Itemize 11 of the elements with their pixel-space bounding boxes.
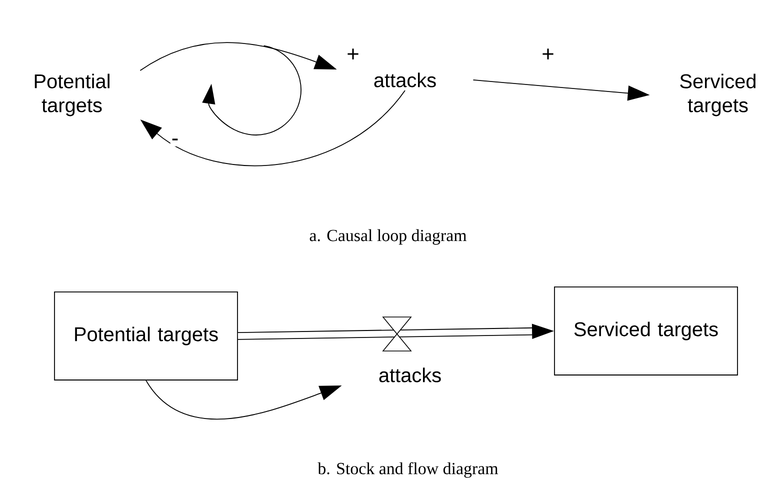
edge-label: +: [348, 48, 358, 60]
variable-label: attacks: [374, 72, 436, 88]
caption: a. Causal loop diagram: [310, 229, 467, 245]
variable-label: Serviced targets: [680, 74, 756, 116]
edge-label: +: [542, 48, 554, 60]
variable-label: Potential targets: [34, 74, 110, 116]
variable-label: attacks: [379, 368, 441, 382]
caption: b. Stock and flow diagram: [318, 462, 498, 478]
edge-label: -: [172, 138, 178, 140]
stock-box: Potential targets: [54, 292, 238, 380]
stock-box: Serviced targets: [554, 286, 738, 376]
